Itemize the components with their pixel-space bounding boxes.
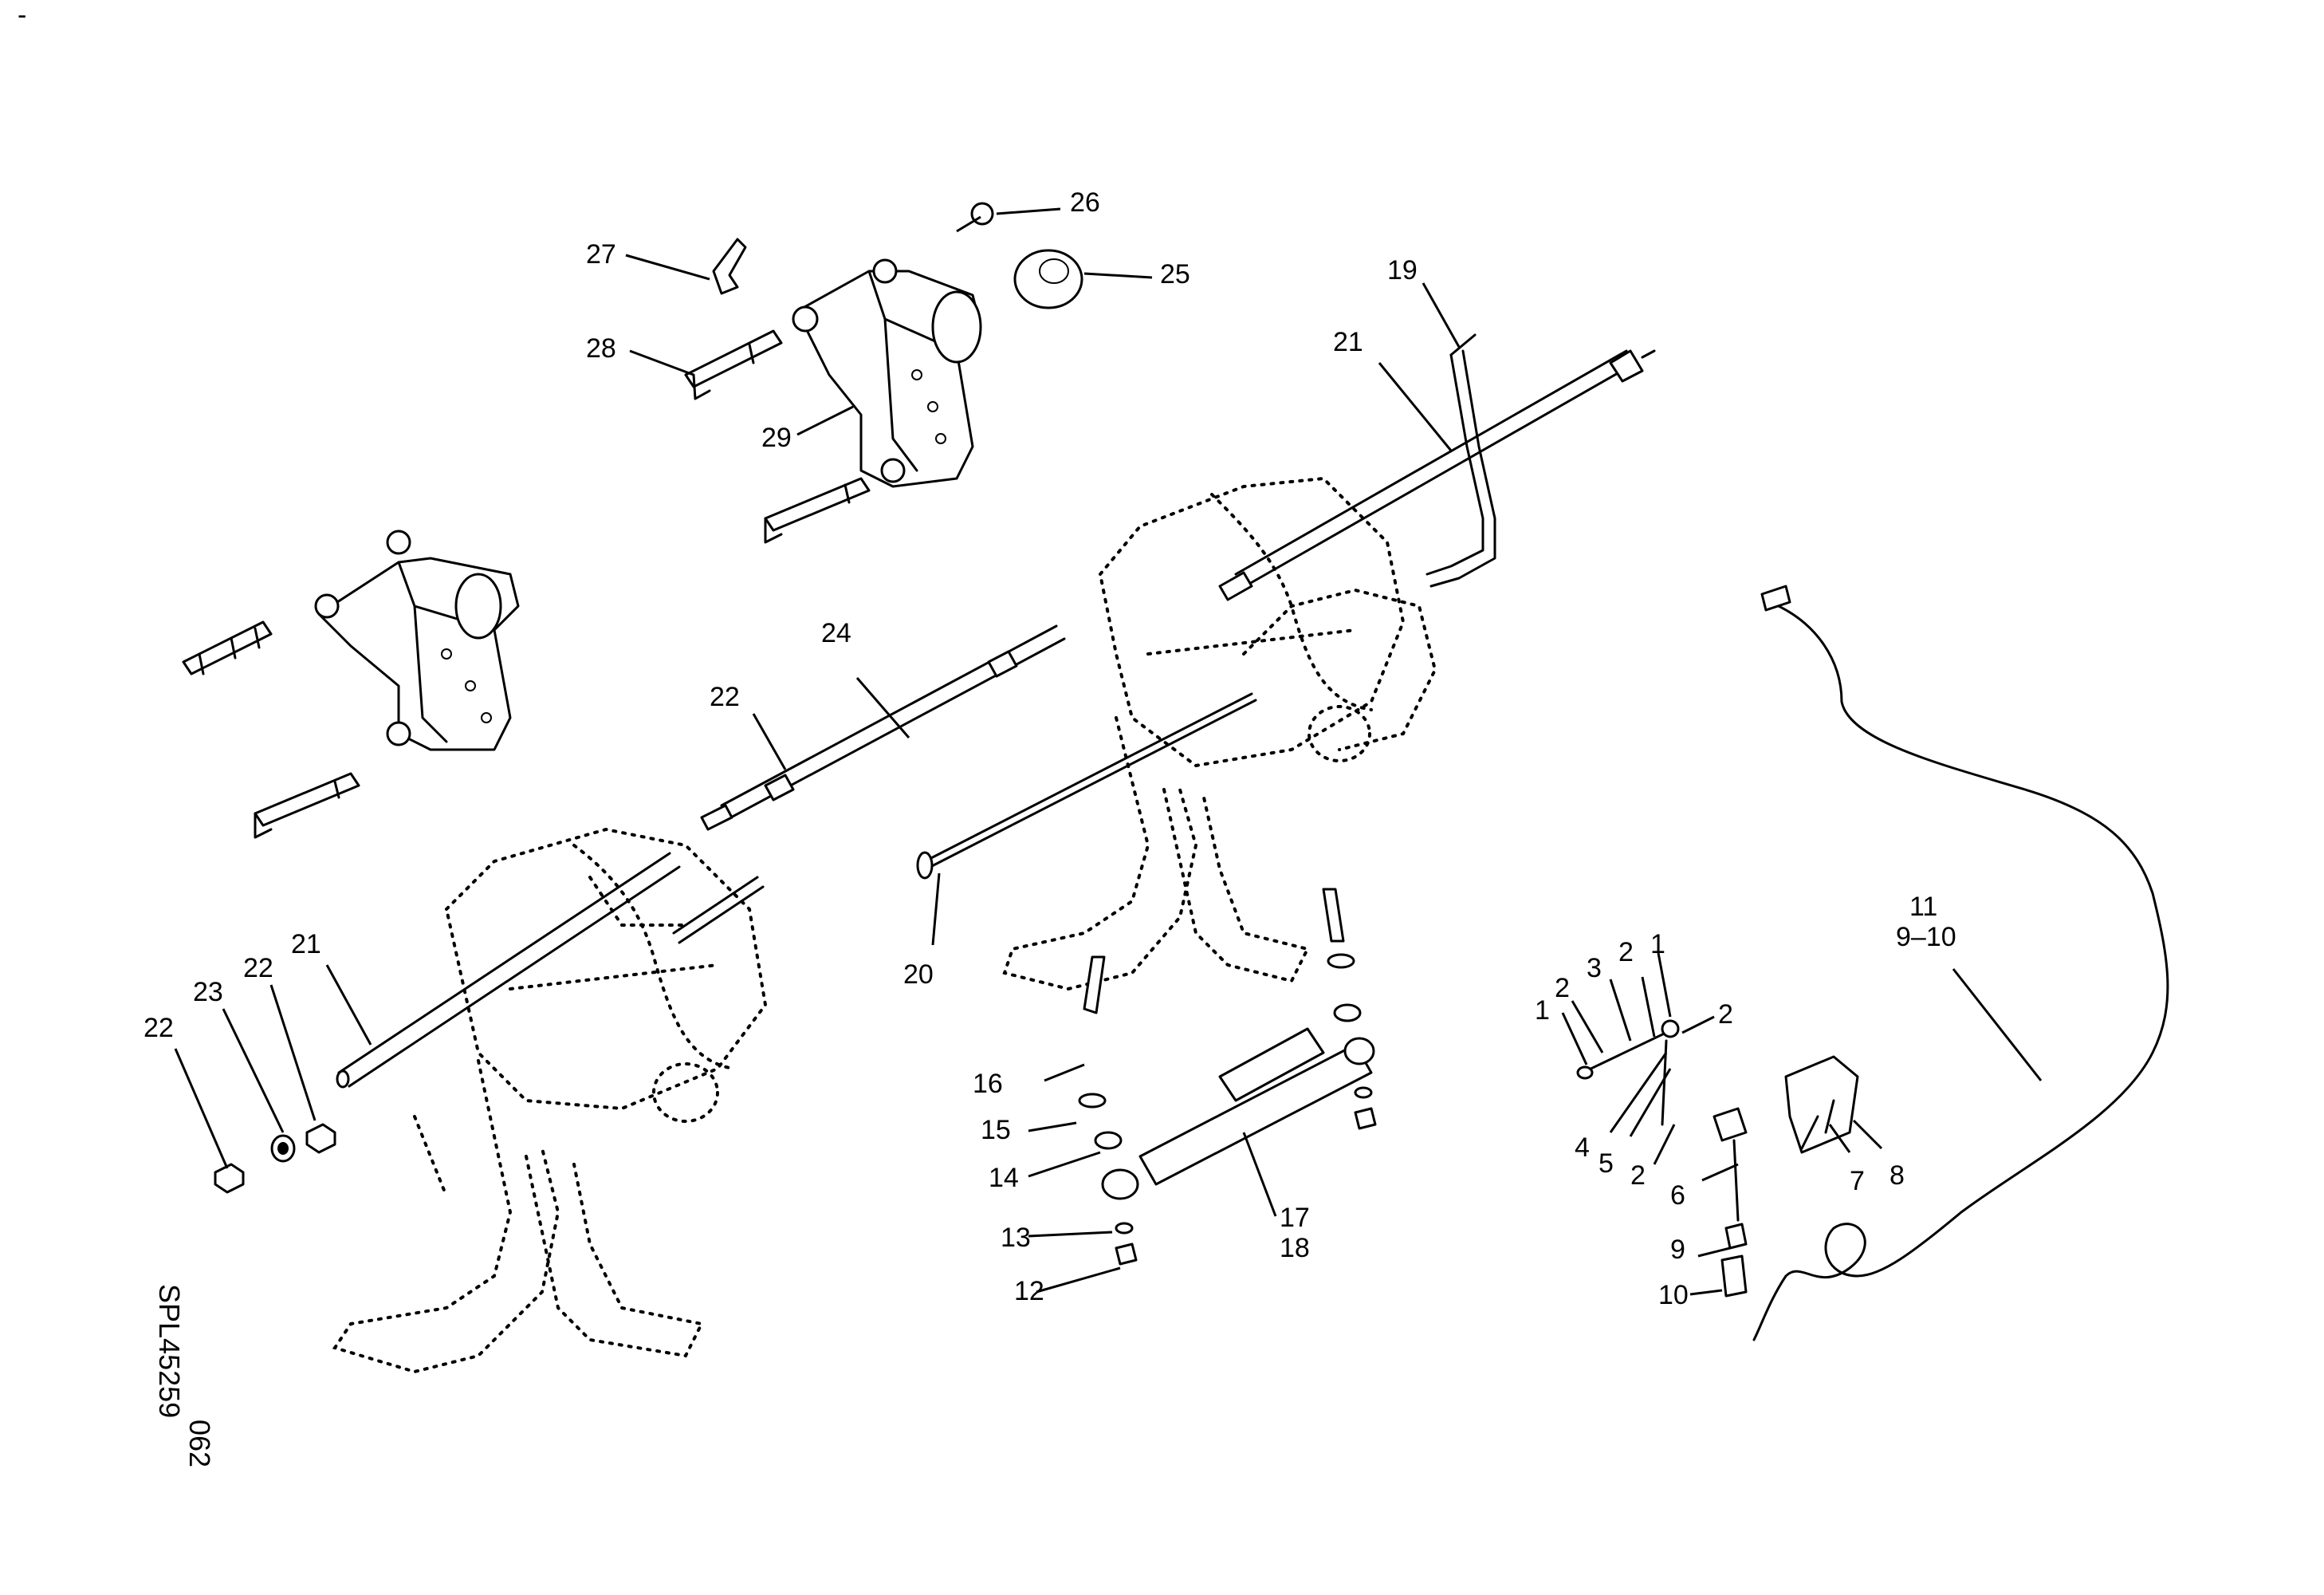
shaft-upper-21 xyxy=(1218,349,1656,601)
callout-25: 25 xyxy=(1160,259,1190,289)
rod-24 xyxy=(672,624,1066,944)
sheet-number: 062 xyxy=(183,1420,216,1467)
callout-11: 11 xyxy=(1909,892,1937,922)
leader-lines xyxy=(174,207,2043,1296)
callout-27: 27 xyxy=(586,239,616,270)
pedal-bracket-left xyxy=(182,530,520,839)
callout-21: 21 xyxy=(291,929,321,959)
callout-15: 15 xyxy=(981,1115,1011,1145)
callout-9: 9 xyxy=(1670,1235,1685,1265)
callout-28: 28 xyxy=(586,333,616,364)
ghost-assembly-left xyxy=(332,827,768,1374)
reference-code: SPL45259 xyxy=(153,1284,186,1418)
callout-3: 3 xyxy=(1587,953,1602,983)
callout-20: 20 xyxy=(903,959,934,990)
pedal-bracket-top xyxy=(684,202,1083,544)
callout-14: 14 xyxy=(989,1163,1019,1193)
cylinder-17-18 xyxy=(1078,888,1377,1266)
callout-12: 12 xyxy=(1014,1276,1044,1306)
callout-1: 1 xyxy=(1535,995,1550,1026)
callout-17: 17 xyxy=(1280,1203,1310,1233)
callout-13: 13 xyxy=(1001,1223,1031,1253)
callout-19: 19 xyxy=(1387,255,1418,286)
corner-mark: - xyxy=(18,0,26,30)
shaft-lower-21 xyxy=(336,852,681,1089)
hardware-22-23 xyxy=(214,1123,336,1194)
callout-22: 22 xyxy=(144,1013,174,1043)
callout-29: 29 xyxy=(761,423,792,453)
rod-20 xyxy=(916,692,1257,880)
callout-9-10: 9–10 xyxy=(1896,922,1956,952)
callout-2: 2 xyxy=(1618,937,1634,967)
callout-4: 4 xyxy=(1575,1132,1590,1163)
callout-16: 16 xyxy=(973,1069,1003,1099)
callout-6: 6 xyxy=(1670,1180,1685,1211)
callout-7: 7 xyxy=(1850,1166,1865,1196)
callout-26: 26 xyxy=(1070,187,1100,218)
callout-labels: 1 1 2 2 2 2 3 4 5 6 7 8 9 10 11 9–10 12 … xyxy=(144,187,1956,1310)
callout-10: 10 xyxy=(1658,1280,1689,1310)
lever-19 xyxy=(1425,333,1496,588)
callout-1: 1 xyxy=(1650,929,1665,959)
callout-22: 22 xyxy=(710,682,740,712)
harness-11 xyxy=(1752,585,2169,1341)
switch-assembly xyxy=(1576,1019,1859,1298)
callout-22: 22 xyxy=(243,953,273,983)
callout-8: 8 xyxy=(1889,1160,1905,1191)
callout-21: 21 xyxy=(1333,327,1363,357)
callout-2: 2 xyxy=(1630,1160,1646,1191)
callout-24: 24 xyxy=(821,618,851,648)
callout-2: 2 xyxy=(1718,999,1733,1030)
callout-18: 18 xyxy=(1280,1233,1310,1263)
callout-5: 5 xyxy=(1598,1148,1614,1179)
callout-2: 2 xyxy=(1555,973,1570,1003)
callout-23: 23 xyxy=(193,977,223,1007)
ghost-assembly-right xyxy=(1002,476,1437,991)
